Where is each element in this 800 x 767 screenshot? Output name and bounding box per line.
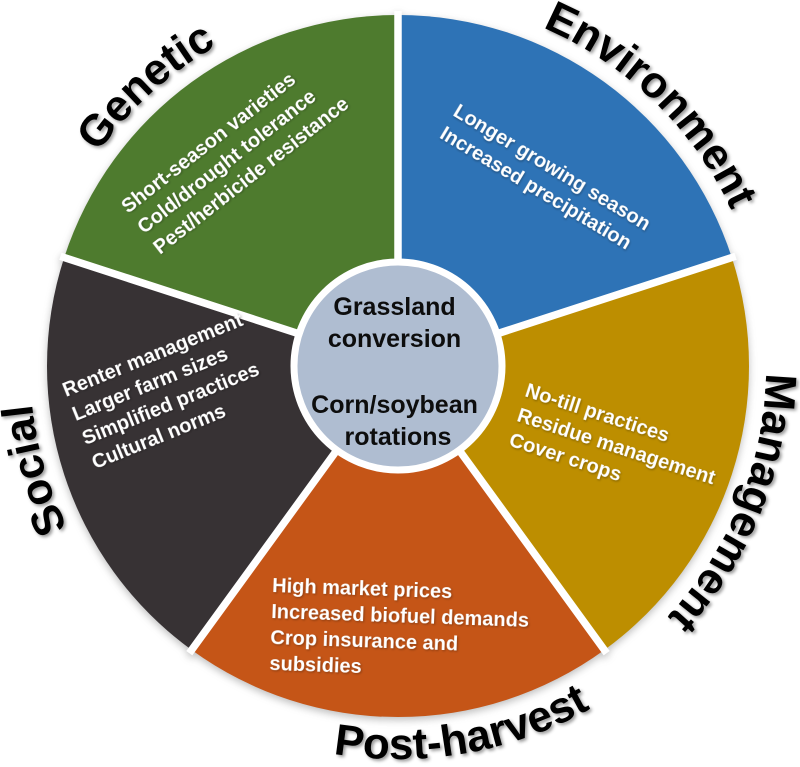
segment-post-harvest-wedge — [191, 366, 605, 718]
post-harvest-item-text: subsidies — [269, 653, 362, 678]
segment-genetic-wedge — [64, 15, 398, 366]
wheel — [47, 11, 749, 718]
center-circle — [290, 258, 506, 474]
center-text: Grassland conversion Corn/soybean rotati… — [311, 293, 485, 451]
segment-dividers — [59, 11, 737, 656]
center-line: conversion — [328, 325, 461, 353]
center-line: rotations — [345, 423, 452, 451]
center-line: Corn/soybean — [311, 391, 478, 419]
center-line: Grassland — [333, 293, 455, 321]
segment-environment-wedge — [398, 15, 732, 366]
